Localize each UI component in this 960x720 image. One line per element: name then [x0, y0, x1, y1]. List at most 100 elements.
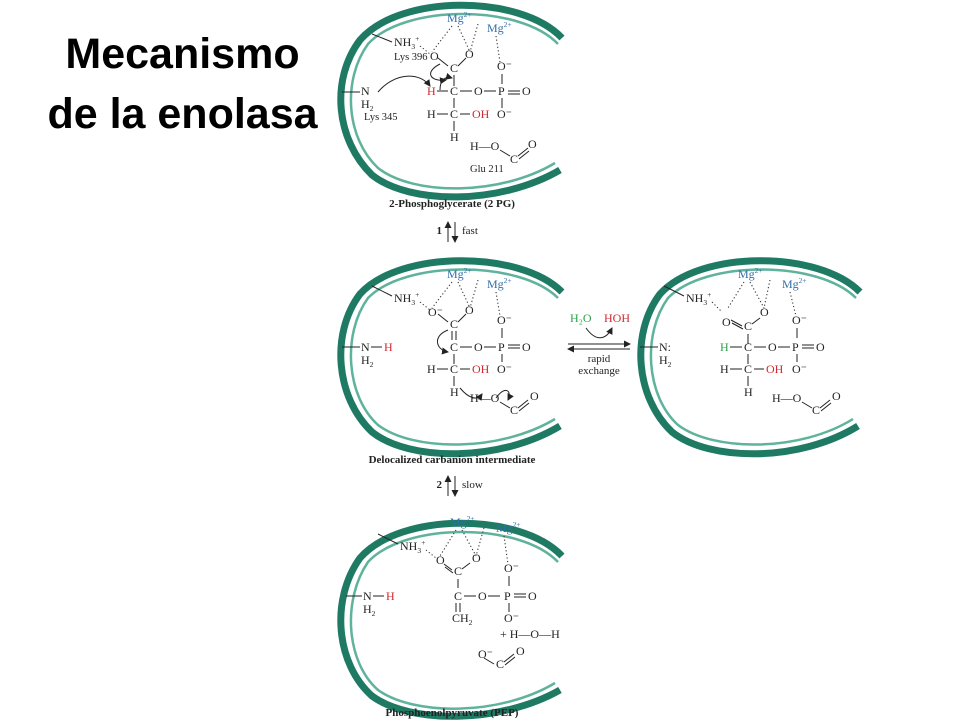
title-line-2: de la enolasa [47, 90, 318, 138]
svg-text:Mg2+: Mg2+ [738, 266, 763, 281]
svg-text:C: C [744, 362, 752, 376]
svg-text:O⁻: O⁻ [504, 561, 519, 575]
enzyme-pocket-pep [337, 519, 565, 720]
exchanged-2pg: Mg2+ Mg2+ NH3+ O O C O⁻ N: H2 H C O P O … [640, 266, 841, 417]
svg-text:NH3+: NH3+ [686, 290, 711, 307]
svg-text:H: H [386, 589, 395, 603]
stage-label-carbanion: Delocalized carbanion intermediate [369, 454, 536, 466]
svg-text:O: O [528, 137, 537, 151]
svg-text:P: P [498, 84, 505, 98]
svg-text:H: H [450, 130, 459, 144]
svg-text:O⁻: O⁻ [428, 305, 443, 319]
product-pep: Mg2+ Mg2+ NH3+ O O C O⁻ N H H2 C O P O O… [346, 514, 560, 671]
svg-text:P: P [504, 589, 511, 603]
svg-text:O⁻: O⁻ [478, 647, 493, 661]
svg-text:Mg2+: Mg2+ [447, 266, 472, 281]
svg-text:H2: H2 [361, 353, 374, 369]
pocket-wall-1 [337, 1, 565, 201]
pocket-wall-2b [637, 257, 863, 458]
carbanion-intermediate: Mg2+ Mg2+ NH3+ O⁻ O C O⁻ N H H2 C O P O … [342, 266, 539, 417]
svg-text:O: O [832, 389, 841, 403]
svg-text:O: O [474, 84, 483, 98]
svg-text:slow: slow [462, 479, 483, 491]
svg-text:N: N [363, 589, 372, 603]
svg-text:OH: OH [472, 107, 490, 121]
svg-text:NH3+: NH3+ [394, 34, 419, 51]
svg-text:C: C [450, 84, 458, 98]
svg-text:HOH: HOH [604, 311, 630, 325]
svg-text:H: H [427, 362, 436, 376]
slide-title: Mecanismo de la enolasa [20, 24, 345, 144]
svg-text:H: H [720, 340, 729, 354]
title-line-1: Mecanismo [65, 30, 300, 78]
svg-text:O: O [465, 47, 474, 61]
svg-text:O⁻: O⁻ [497, 313, 512, 327]
svg-text:NH3+: NH3+ [400, 538, 425, 555]
svg-text:Mg2+: Mg2+ [496, 520, 521, 535]
rapid-exchange: H₂O HOH rapid exchange [567, 311, 631, 377]
svg-text:H₂O: H₂O [570, 311, 592, 325]
svg-text:H—O: H—O [470, 139, 500, 153]
svg-text:H—O: H—O [772, 391, 802, 405]
svg-text:NH3+: NH3+ [394, 290, 419, 307]
svg-text:O: O [816, 340, 825, 354]
enzyme-pocket-2pg [337, 1, 565, 201]
svg-text:O: O [522, 84, 531, 98]
svg-text:C: C [450, 61, 458, 75]
svg-text:H2: H2 [363, 602, 376, 618]
svg-text:C: C [744, 319, 752, 333]
stage-label-2pg: 2-Phosphoglycerate (2 PG) [389, 198, 515, 210]
svg-text:OH: OH [472, 362, 490, 376]
svg-text:C: C [454, 589, 462, 603]
svg-text:H2: H2 [659, 353, 672, 369]
svg-text:H2: H2 [361, 97, 374, 113]
svg-text:O: O [760, 305, 769, 319]
svg-text:O⁻: O⁻ [792, 362, 807, 376]
svg-text:N:: N: [659, 340, 671, 354]
svg-text:O: O [522, 340, 531, 354]
svg-text:O: O [768, 340, 777, 354]
substrate-2pg: Mg2+ Mg2+ NH3+ Lys 396 O O C O⁻ N H2 Lys… [342, 10, 537, 175]
svg-text:C: C [450, 340, 458, 354]
svg-text:O⁻: O⁻ [497, 107, 512, 121]
svg-text:H: H [450, 385, 459, 399]
svg-text:C: C [450, 362, 458, 376]
residue-glu211: Glu 211 [470, 164, 504, 175]
svg-text:C: C [510, 152, 518, 166]
svg-text:1: 1 [437, 225, 443, 237]
svg-text:rapid: rapid [588, 353, 611, 365]
svg-text:N: N [361, 84, 370, 98]
stage-label-pep: Phosphoenolpyruvate (PEP) [386, 707, 519, 719]
svg-text:C: C [450, 317, 458, 331]
svg-text:O: O [528, 589, 537, 603]
svg-text:C: C [496, 657, 504, 671]
svg-text:O: O [478, 589, 487, 603]
residue-lys345: Lys 345 [364, 112, 398, 123]
svg-text:2: 2 [437, 479, 443, 491]
svg-text:P: P [498, 340, 505, 354]
svg-text:O⁻: O⁻ [504, 611, 519, 625]
svg-text:OH: OH [766, 362, 784, 376]
svg-text:Mg2+: Mg2+ [487, 276, 512, 291]
svg-text:O⁻: O⁻ [792, 313, 807, 327]
svg-text:O: O [530, 389, 539, 403]
svg-text:O: O [472, 551, 481, 565]
pocket-wall-2 [337, 257, 565, 458]
svg-text:O: O [516, 644, 525, 658]
svg-text:P: P [792, 340, 799, 354]
svg-text:fast: fast [462, 225, 478, 237]
svg-text:C: C [450, 107, 458, 121]
svg-text:O⁻: O⁻ [497, 59, 512, 73]
svg-text:Mg2+: Mg2+ [450, 514, 475, 529]
svg-text:Mg2+: Mg2+ [447, 10, 472, 25]
svg-text:O: O [430, 49, 439, 63]
svg-text:N: N [361, 340, 370, 354]
svg-text:O⁻: O⁻ [497, 362, 512, 376]
svg-text:O: O [436, 553, 445, 567]
svg-text:H: H [720, 362, 729, 376]
svg-text:C: C [812, 403, 820, 417]
residue-lys396: Lys 396 [394, 52, 428, 63]
svg-text:H: H [427, 84, 436, 98]
pocket-wall-3 [337, 519, 565, 720]
